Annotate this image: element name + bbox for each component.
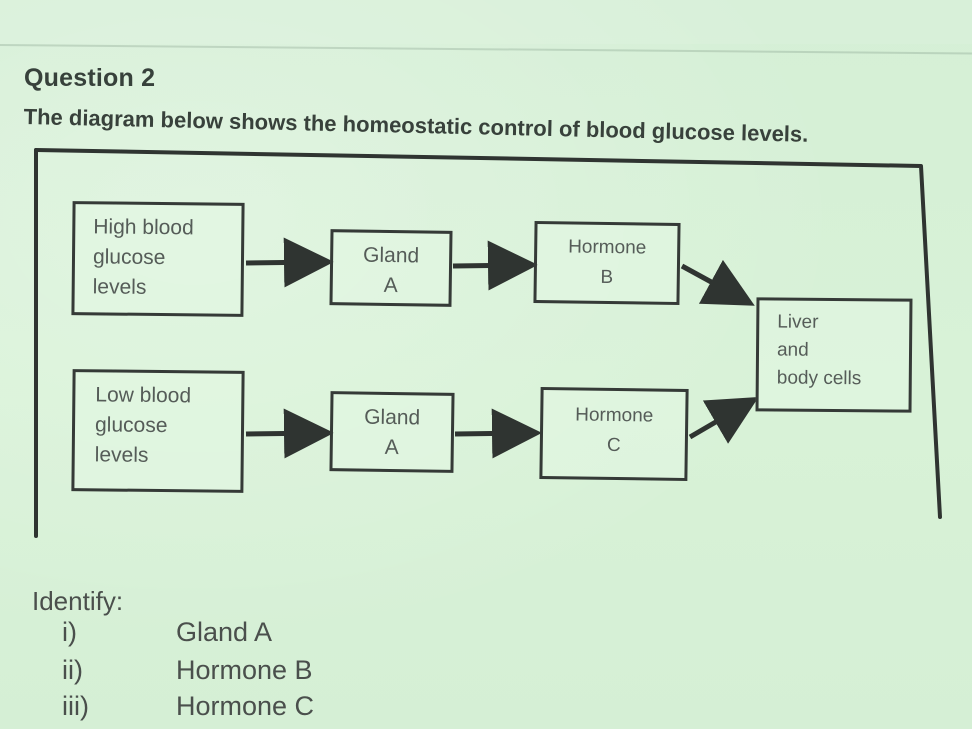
- identify-item-2-text: Hormone B: [176, 655, 313, 685]
- hormone-b-line-2: B: [600, 266, 614, 289]
- identify-label: Identify:: [32, 586, 124, 616]
- gland-bottom-line-2: A: [384, 435, 399, 460]
- gland-bottom-line-1: Gland: [364, 405, 421, 430]
- low-box-line-3: levels: [94, 443, 149, 467]
- high-box-line-2: glucose: [92, 245, 166, 270]
- hormone-b-line-1: Hormone: [567, 236, 647, 259]
- hormone-c-line-1: Hormone: [575, 404, 654, 427]
- identify-item-3-number: iii): [62, 691, 89, 721]
- hormone-b-box: Hormone B: [533, 220, 681, 306]
- page-top-strip: [0, 0, 972, 44]
- gland-top-line-2: A: [383, 273, 398, 298]
- identify-item-1-text: Gland A: [176, 617, 273, 647]
- hormone-c-line-2: C: [606, 434, 621, 457]
- liver-line-2: and: [776, 339, 809, 361]
- high-box-line-1: High blood: [93, 215, 194, 240]
- low-blood-glucose-box: Low blood glucose levels: [71, 369, 245, 493]
- low-box-line-1: Low blood: [95, 383, 192, 408]
- liver-line-3: body cells: [776, 367, 862, 390]
- liver-line-1: Liver: [777, 311, 819, 333]
- low-box-line-2: glucose: [94, 413, 168, 438]
- gland-a-bottom-box: Gland A: [329, 391, 455, 473]
- gland-top-line-1: Gland: [362, 243, 420, 268]
- question-title: Question 2: [24, 64, 156, 92]
- high-blood-glucose-box: High blood glucose levels: [71, 201, 245, 317]
- liver-body-cells-box: Liver and body cells: [755, 297, 913, 413]
- gland-a-top-box: Gland A: [329, 229, 453, 307]
- hormone-c-box: Hormone C: [539, 386, 689, 482]
- identify-item-2-number: ii): [62, 655, 83, 685]
- identify-item-3-text: Hormone C: [176, 691, 315, 721]
- high-box-line-3: levels: [92, 275, 147, 299]
- identify-item-1-number: i): [62, 617, 77, 647]
